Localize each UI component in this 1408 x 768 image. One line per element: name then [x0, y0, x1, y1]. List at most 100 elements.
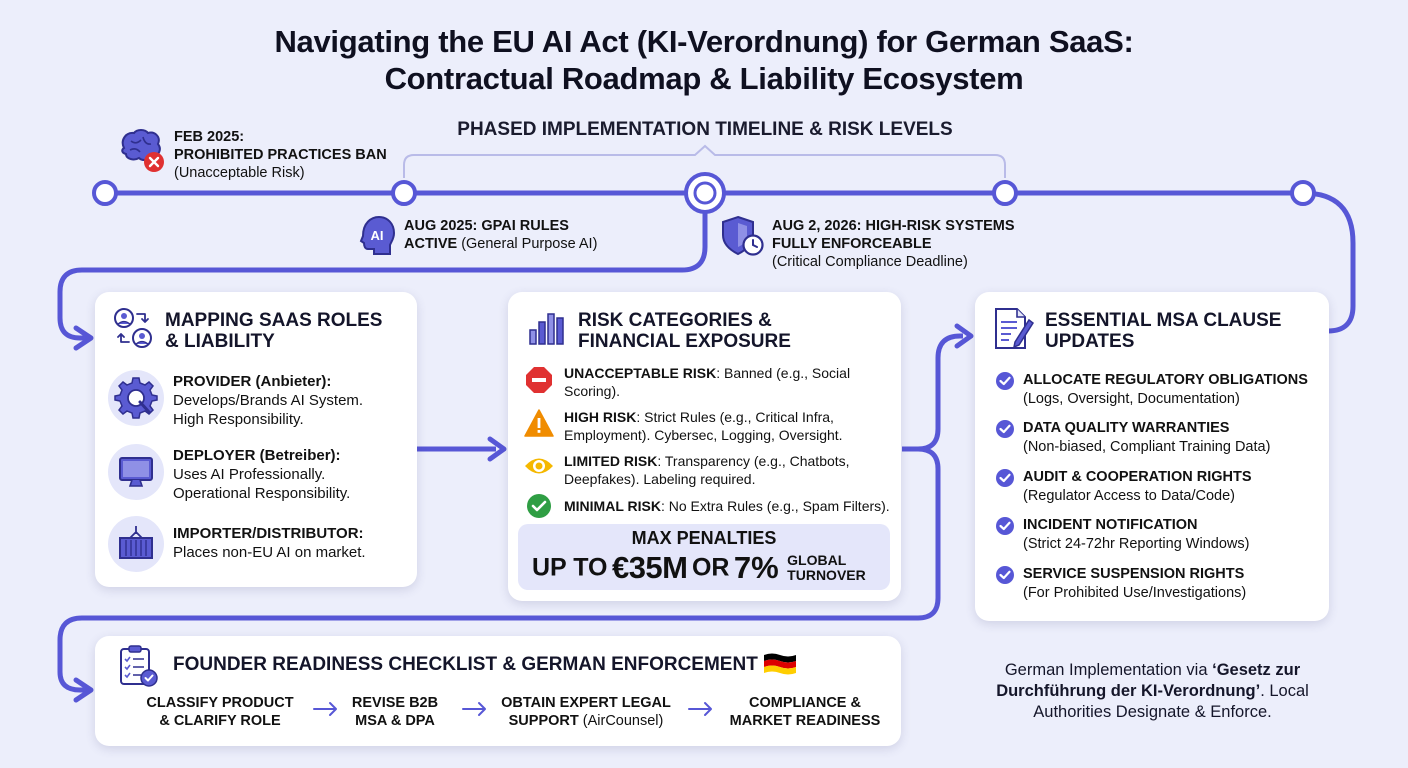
- step-revise-line-2: MSA & DPA: [355, 713, 435, 729]
- clause-suspension: SERVICE SUSPENSION RIGHTS (For Prohibite…: [1023, 565, 1323, 602]
- monitor-icon: [108, 444, 164, 500]
- connector-risk-clauses: [902, 333, 963, 452]
- risk-unacceptable-label: UNACCEPTABLE RISK: [564, 365, 717, 381]
- timeline-node-end: [1290, 180, 1316, 206]
- msa-clauses-card: ESSENTIAL MSA CLAUSE UPDATES ALLOCATE RE…: [975, 292, 1329, 621]
- step-legal-line-2: SUPPORT: [508, 713, 579, 729]
- timeline-heading: PHASED IMPLEMENTATION TIMELINE & RISK LE…: [457, 119, 953, 140]
- roles-swap-icon: [111, 306, 155, 350]
- role-provider-desc-2: High Responsibility.: [173, 411, 304, 428]
- gear-icon: [108, 370, 164, 426]
- clause-data-quality-head: DATA QUALITY WARRANTIES: [1023, 420, 1230, 436]
- clause-incident-sub: (Strict 24-72hr Reporting Windows): [1023, 535, 1250, 552]
- arrow-right-icon: [462, 700, 488, 723]
- shield-clock-icon: [720, 214, 766, 258]
- clause-audit-sub: (Regulator Access to Data/Code): [1023, 487, 1235, 504]
- checkmark-icon: [996, 372, 1014, 390]
- max-penalties-box: MAX PENALTIES UP TO €35M OR 7% GLOBAL TU…: [518, 524, 890, 590]
- note-bold-1: ‘Gesetz zur: [1212, 661, 1301, 679]
- clause-data-quality: DATA QUALITY WARRANTIES (Non-biased, Com…: [1023, 419, 1323, 456]
- roles-title-line-1: MAPPING SAAS ROLES: [165, 310, 383, 331]
- role-provider: PROVIDER (Anbieter): Develops/Brands AI …: [173, 372, 408, 429]
- risk-high: HIGH RISK: Strict Rules (e.g., Critical …: [564, 408, 899, 444]
- msa-title-line-1: ESSENTIAL MSA CLAUSE: [1045, 310, 1282, 331]
- clause-allocate-head: ALLOCATE REGULATORY OBLIGATIONS: [1023, 372, 1308, 388]
- note-pre: German Implementation via: [1004, 661, 1213, 679]
- risk-high-label: HIGH RISK: [564, 409, 637, 425]
- connector-right: [1302, 190, 1356, 334]
- penalty-euro: €35M: [611, 550, 688, 585]
- step-legal-line-1: OBTAIN EXPERT LEGAL: [501, 695, 671, 711]
- arrowhead-risk: [487, 436, 507, 462]
- role-provider-desc-1: Develops/Brands AI System.: [173, 392, 364, 409]
- arrowhead-clauses: [954, 323, 974, 349]
- clause-audit: AUDIT & COOPERATION RIGHTS (Regulator Ac…: [1023, 468, 1323, 505]
- shipping-container-icon: [108, 516, 164, 572]
- clause-audit-head: AUDIT & COOPERATION RIGHTS: [1023, 469, 1252, 485]
- check-circle-icon: [526, 493, 552, 519]
- ai-head-icon-label: AI: [371, 228, 384, 243]
- milestone-aug-2026-title-2: FULLY ENFORCEABLE: [772, 236, 932, 252]
- risk-title: RISK CATEGORIES & FINANCIAL EXPOSURE: [578, 310, 791, 352]
- penalty-label: MAX PENALTIES: [631, 528, 777, 548]
- risk-limited: LIMITED RISK: Transparency (e.g., Chatbo…: [564, 452, 894, 488]
- risk-limited-label: LIMITED RISK: [564, 453, 658, 469]
- milestone-aug-2026-title: AUG 2, 2026: HIGH-RISK SYSTEMS: [772, 218, 1015, 234]
- note-bold-2: Durchführung der KI-Verordnung’: [996, 682, 1261, 700]
- role-deployer-desc-2: Operational Responsibility.: [173, 485, 351, 502]
- brain-prohibited-icon: [118, 128, 166, 174]
- role-deployer-desc-1: Uses AI Professionally.: [173, 466, 326, 483]
- clause-incident-head: INCIDENT NOTIFICATION: [1023, 517, 1198, 533]
- checklist-title: FOUNDER READINESS CHECKLIST & GERMAN ENF…: [173, 654, 758, 675]
- connector-to-checklist: [57, 446, 941, 693]
- milestone-feb-2025: FEB 2025: PROHIBITED PRACTICES BAN (Unac…: [174, 128, 414, 182]
- bar-chart-icon: [526, 306, 568, 348]
- milestone-feb-2025-title: PROHIBITED PRACTICES BAN: [174, 147, 387, 163]
- risk-limited-text-2: Deepfakes). Labeling required.: [564, 471, 756, 487]
- checklist-step-legal: OBTAIN EXPERT LEGAL SUPPORT (AirCounsel): [491, 694, 681, 730]
- role-provider-name: PROVIDER (Anbieter):: [173, 373, 332, 390]
- clause-allocate: ALLOCATE REGULATORY OBLIGATIONS (Logs, O…: [1023, 371, 1323, 408]
- checkmark-icon: [996, 420, 1014, 438]
- arrowhead-roles: [73, 325, 94, 351]
- timeline-node-start: [92, 180, 118, 206]
- milestone-aug-2025-sub: (General Purpose AI): [457, 236, 598, 252]
- checklist-step-revise: REVISE B2B MSA & DPA: [340, 694, 450, 730]
- milestone-aug-2026: AUG 2, 2026: HIGH-RISK SYSTEMS FULLY ENF…: [772, 217, 1072, 271]
- milestone-feb-2025-date: FEB 2025:: [174, 129, 245, 145]
- roles-card: MAPPING SAAS ROLES & LIABILITY PROVIDER …: [95, 292, 417, 587]
- step-revise-line-1: REVISE B2B: [351, 695, 439, 711]
- role-deployer-name: DEPLOYER (Betreiber):: [173, 447, 341, 464]
- roles-title: MAPPING SAAS ROLES & LIABILITY: [165, 310, 382, 352]
- step-classify-line-1: CLASSIFY PRODUCT: [146, 695, 294, 711]
- milestone-feb-2025-sub: (Unacceptable Risk): [174, 165, 305, 181]
- risk-unacceptable: UNACCEPTABLE RISK: Banned (e.g., Social …: [564, 364, 894, 400]
- risk-limited-text-1: : Transparency (e.g., Chatbots,: [657, 453, 850, 469]
- penalty-or: OR: [691, 553, 730, 582]
- risk-card: RISK CATEGORIES & FINANCIAL EXPOSURE UNA…: [508, 292, 901, 601]
- penalty-global: GLOBAL: [787, 552, 847, 568]
- checkmark-icon: [996, 517, 1014, 535]
- step-compliance-line-1: COMPLIANCE &: [749, 695, 861, 711]
- risk-unacceptable-text-2: Scoring).: [564, 383, 621, 399]
- milestone-aug-2026-sub: (Critical Compliance Deadline): [772, 254, 968, 270]
- role-importer: IMPORTER/DISTRIBUTOR: Places non-EU AI o…: [173, 524, 408, 562]
- ai-head-icon: AI: [357, 214, 397, 256]
- timeline-bracket: [403, 144, 1006, 178]
- step-compliance-line-2: MARKET READINESS: [729, 713, 881, 729]
- eye-icon: [524, 455, 554, 477]
- milestone-aug-2025-active: ACTIVE: [404, 236, 458, 252]
- note-post: . Local: [1260, 682, 1309, 700]
- penalty-up-to: UP TO: [532, 553, 608, 582]
- document-pen-icon: [993, 306, 1035, 352]
- step-classify-line-2: & CLARIFY ROLE: [159, 713, 281, 729]
- timeline-node-aug-2026: [992, 180, 1018, 206]
- warning-icon: [524, 409, 554, 437]
- german-flag-icon: [763, 652, 797, 676]
- checklist-step-classify: CLASSIFY PRODUCT & CLARIFY ROLE: [135, 694, 305, 730]
- arrow-right-icon: [313, 700, 339, 723]
- risk-title-line-2: FINANCIAL EXPOSURE: [578, 331, 791, 352]
- arrow-right-icon: [688, 700, 714, 723]
